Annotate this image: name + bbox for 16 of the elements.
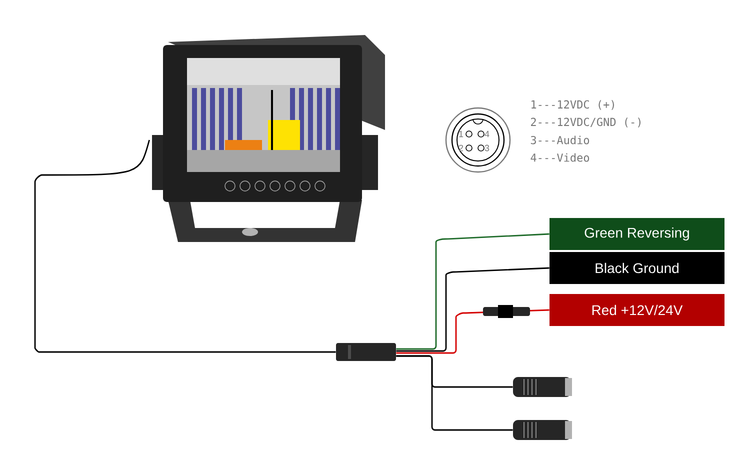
- aviation-connector: [513, 377, 572, 397]
- pin-assignment: 1---12VDC (+): [532, 100, 614, 110]
- monitor-drawing: [152, 35, 385, 242]
- pin-assignment: 2---12VDC/GND (-): [531, 118, 640, 128]
- label-box: Green Reversing: [550, 218, 724, 250]
- aviation-connector: [513, 420, 572, 440]
- pin-assignment: 4---Video: [530, 153, 590, 162]
- cable: [396, 355, 513, 431]
- label-box: Red +12V/24V: [550, 294, 724, 326]
- splitter-connector: [336, 343, 396, 361]
- pin-assignment: 3---Audio: [530, 136, 590, 144]
- cable: [396, 267, 550, 352]
- cable: [34, 140, 336, 353]
- cable: [396, 233, 550, 350]
- label-box: Black Ground: [550, 252, 724, 284]
- pin-diagram: 1 4 2 3: [445, 107, 511, 173]
